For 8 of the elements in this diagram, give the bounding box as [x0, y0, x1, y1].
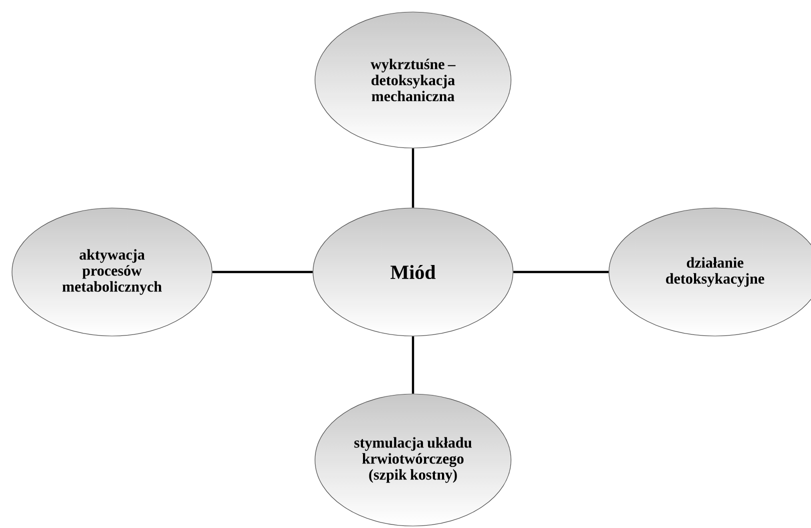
- ellipse-node: Miód: [312, 208, 514, 336]
- connector-line: [412, 148, 414, 208]
- ellipse-node: stymulacja układu krwiotwórczego (szpik kostny): [314, 394, 512, 526]
- ellipse-node: aktywacja procesów metabolicznych: [12, 208, 212, 336]
- connector-line: [513, 270, 609, 274]
- ellipse-node: wykrztuśne – detoksykacja mechaniczna: [314, 12, 512, 148]
- connector-line: [212, 270, 313, 274]
- connector-line: [412, 336, 414, 394]
